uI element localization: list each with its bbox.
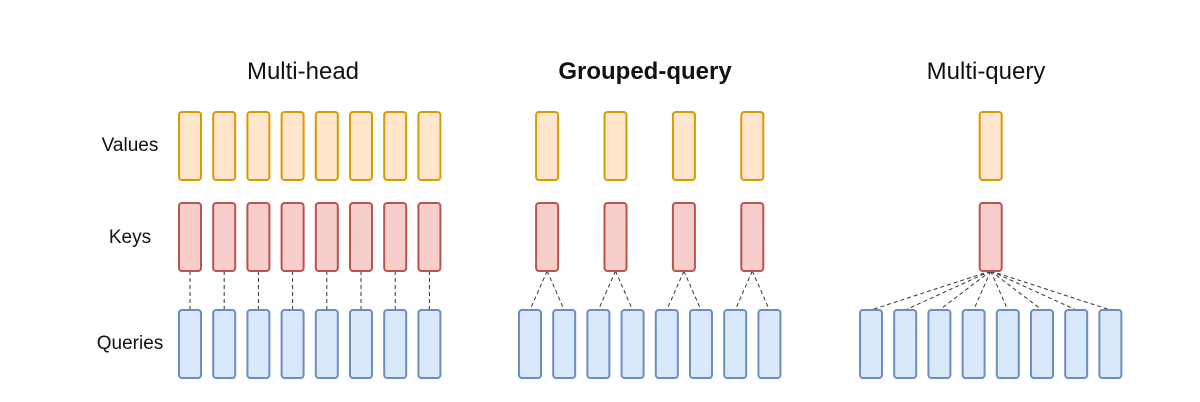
multi-head-value-block [212, 111, 237, 181]
multi-head-query-block [383, 309, 408, 379]
multi-query-query-block [859, 309, 883, 379]
multi-query-value-block [978, 111, 1003, 181]
grouped-query-connector-line [615, 270, 634, 311]
multi-query-connector-line [904, 270, 991, 311]
multi-head-key-block [314, 202, 339, 272]
multi-head-key-block [383, 202, 408, 272]
grouped-query-connector-line [751, 270, 770, 311]
keys-row-label: Keys [109, 227, 151, 248]
multi-query-connector-line [990, 270, 1111, 311]
grouped-query-value-block [535, 111, 560, 181]
grouped-query-query-block [552, 309, 577, 379]
grouped-query-query-block [723, 309, 748, 379]
grouped-query-key-block [535, 202, 560, 272]
multi-head-value-block [280, 111, 305, 181]
multi-head-key-block [246, 202, 271, 272]
grouped-query-key-block [671, 202, 696, 272]
grouped-query-key-block [603, 202, 628, 272]
multi-query-query-block [1030, 309, 1054, 379]
multi-query-query-block [1098, 309, 1123, 379]
grouped-query-connector-line [734, 270, 753, 311]
grouped-query-query-block [518, 309, 542, 379]
multi-query-connector-line [973, 270, 992, 311]
multi-query-query-block [1064, 309, 1089, 379]
values-row-label: Values [102, 135, 159, 156]
grouped-query-connector-line [683, 270, 702, 311]
grouped-query-title: Grouped-query [558, 58, 732, 85]
grouped-query-value-block [603, 111, 628, 181]
grouped-query-connector-line [546, 270, 565, 311]
grouped-query-value-block [740, 111, 765, 181]
multi-head-query-block [349, 309, 373, 379]
multi-head-query-block [280, 309, 305, 379]
multi-head-key-block [178, 202, 202, 272]
multi-head-value-block [349, 111, 373, 181]
grouped-query-connector-line [529, 270, 548, 311]
multi-query-query-block [927, 309, 952, 379]
multi-query-connector-line [870, 270, 991, 311]
blocks-layer [178, 111, 1123, 379]
grouped-query-value-block [671, 111, 696, 181]
multi-head-query-block [246, 309, 271, 379]
multi-head-query-block [417, 309, 442, 379]
multi-head-query-block [314, 309, 339, 379]
multi-head-key-block [349, 202, 373, 272]
multi-head-key-block [417, 202, 442, 272]
grouped-query-query-block [654, 309, 679, 379]
multi-query-connector-line [939, 270, 992, 311]
multi-head-key-block [280, 202, 305, 272]
multi-head-value-block [417, 111, 442, 181]
multi-head-value-block [314, 111, 339, 181]
grouped-query-query-block [620, 309, 645, 379]
multi-query-title: Multi-query [927, 58, 1046, 85]
multi-query-query-block [961, 309, 986, 379]
multi-query-connector-line [990, 270, 1077, 311]
grouped-query-query-block [586, 309, 611, 379]
grouped-query-key-block [740, 202, 765, 272]
multi-query-connector-line [990, 270, 1043, 311]
grouped-query-query-block [757, 309, 782, 379]
multi-query-query-block [893, 309, 918, 379]
multi-head-value-block [246, 111, 271, 181]
multi-head-value-block [383, 111, 408, 181]
multi-head-query-block [178, 309, 202, 379]
queries-row-label: Queries [97, 333, 164, 354]
multi-head-value-block [178, 111, 202, 181]
grouped-query-connector-line [666, 270, 685, 311]
multi-query-key-block [978, 202, 1003, 272]
multi-head-title: Multi-head [247, 58, 359, 85]
multi-head-query-block [212, 309, 237, 379]
multi-head-key-block [212, 202, 237, 272]
multi-query-connector-line [990, 270, 1009, 311]
grouped-query-connector-line [597, 270, 616, 311]
connectors-layer [189, 270, 1111, 311]
grouped-query-query-block [689, 309, 713, 379]
multi-query-query-block [995, 309, 1020, 379]
